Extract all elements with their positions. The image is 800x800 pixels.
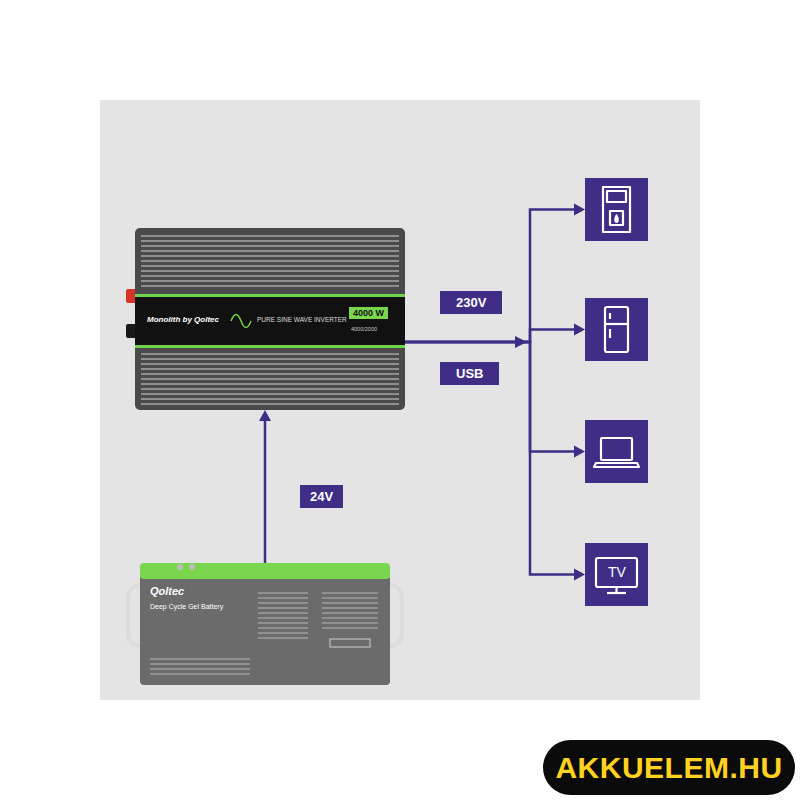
power-connector (405, 204, 585, 342)
arrowhead (259, 410, 271, 421)
power-connector (405, 342, 585, 581)
fridge-icon-art (585, 298, 648, 361)
arrowhead (574, 569, 585, 581)
connector-line (405, 342, 575, 452)
power-connector (405, 342, 585, 458)
connector-line (405, 210, 575, 342)
arrowhead (574, 324, 585, 336)
watermark-badge: AKKUELEM.HU (543, 740, 795, 795)
gel-battery: QoltecDeep Cycle Gel Battery (140, 563, 390, 685)
battery-handle (388, 585, 402, 646)
power-connector (259, 410, 271, 563)
boiler-icon (585, 178, 648, 241)
tv-icon: TV (585, 543, 648, 606)
power-connector (405, 324, 585, 342)
arrowhead (574, 204, 585, 216)
node-text: PURE SINE WAVE INVERTER (257, 316, 347, 323)
node-text: Deep Cycle Gel Battery (150, 603, 223, 611)
arrowhead (574, 446, 585, 458)
voltage-tag: 24V (300, 485, 343, 508)
voltage-tag: 230V (440, 291, 502, 314)
battery-handle (128, 585, 142, 646)
watermark: AKKUELEM.HU (555, 751, 782, 785)
laptop-icon (585, 420, 648, 483)
node-text: 4000/2000 (351, 326, 377, 332)
connector-line (405, 342, 575, 575)
node-text: Qoltec (150, 585, 184, 598)
node-text: TV (608, 564, 626, 580)
gel-battery-art (140, 563, 390, 685)
node-text: Monolith by Qoltec (147, 315, 219, 324)
output-tag: USB (440, 362, 499, 385)
grey-panel (100, 100, 700, 700)
connector-line (405, 330, 575, 342)
boiler-icon-art (585, 178, 648, 241)
fridge-icon (585, 298, 648, 361)
laptop-icon-art (585, 420, 648, 483)
connector-line (264, 420, 267, 563)
inverter-unit: Monolith by Qoltec PURE SINE WAVE INVERTE… (135, 228, 405, 410)
node-text: 4000 W (349, 307, 388, 319)
